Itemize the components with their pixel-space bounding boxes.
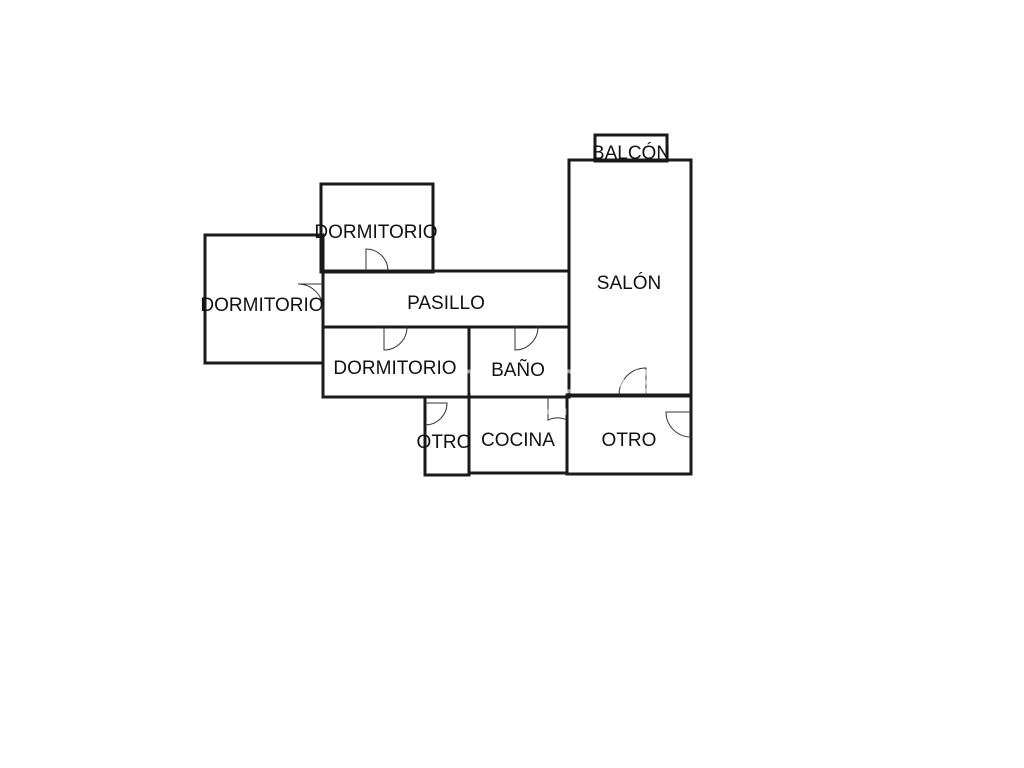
door-dormitorio-left: [297, 283, 324, 310]
watermark-brand: TECNOCASA: [462, 363, 677, 401]
room-otro-right-fill: [565, 393, 693, 476]
label-cocina: COCINA: [481, 430, 555, 451]
label-dormitorio-bottom: DORMITORIO: [333, 358, 456, 379]
door-dormitorio-top: [365, 248, 389, 272]
door-otro-right: [665, 411, 692, 438]
label-otro-right: OTRO: [602, 430, 657, 451]
door-cocina: [547, 397, 568, 421]
room-labels: BALCÓN SALÓN DORMITORIO DORMITORIO PASIL…: [200, 142, 670, 453]
door-otro-left: [424, 402, 448, 426]
room-otro-right: [565, 393, 693, 476]
label-bano: BAÑO: [491, 359, 545, 381]
door-salon: [618, 367, 647, 396]
label-pasillo: PASILLO: [407, 293, 485, 314]
door-swings: [297, 248, 692, 438]
watermark-logo-icon: [402, 375, 422, 395]
label-salon: SALÓN: [597, 272, 661, 294]
watermark: TECNOCASA FRANCHISING NETWORK: [402, 363, 677, 417]
label-otro-left: OTRO: [417, 432, 472, 453]
label-balcon: BALCÓN: [592, 142, 670, 164]
watermark-tagline: FRANCHISING NETWORK: [472, 407, 621, 417]
label-dormitorio-left: DORMITORIO: [200, 295, 323, 316]
label-dormitorio-top: DORMITORIO: [314, 222, 437, 243]
door-bano: [514, 326, 539, 351]
door-dormitorio-bottom: [383, 326, 408, 351]
